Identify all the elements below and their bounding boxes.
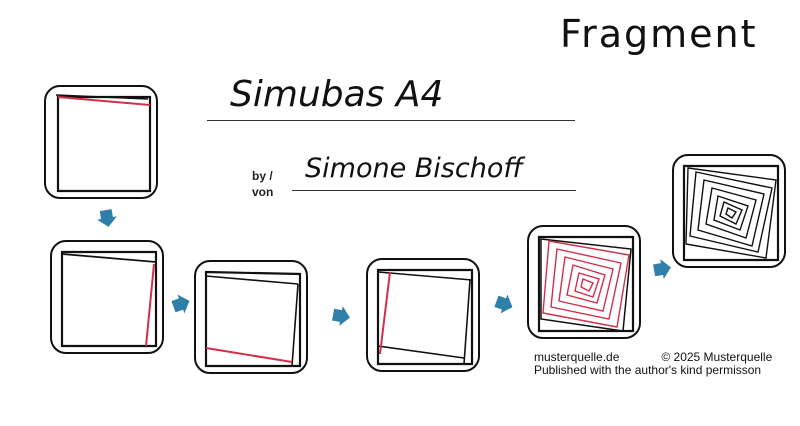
arrow-right-icon-1 (171, 294, 190, 314)
step-2-drawing (60, 250, 158, 348)
by-von-label: by / von (252, 168, 273, 200)
permission-text: Published with the author's kind permiss… (534, 363, 762, 377)
step-3-drawing (204, 270, 302, 368)
step-6-drawing (682, 164, 780, 262)
pattern-title: Simubas A4 (230, 74, 444, 115)
site-link[interactable]: musterquelle.de (534, 350, 620, 364)
step-5-tile (527, 225, 641, 339)
arrow-right-icon-4 (653, 259, 671, 279)
step-5-drawing (537, 235, 635, 333)
step-1-tile (44, 85, 158, 199)
footer-row-top: musterquelle.de © 2025 Musterquelle (534, 351, 772, 364)
step-6-tile (672, 154, 786, 268)
arrow-right-icon-2 (332, 306, 350, 326)
step-4-tile (366, 258, 480, 372)
author-name: Simone Bischoff (305, 153, 523, 184)
step-4-drawing (376, 268, 474, 366)
title-underline (207, 120, 575, 121)
step-1-drawing (55, 94, 152, 193)
by-label: by / (252, 169, 273, 183)
von-label: von (252, 185, 274, 199)
step-2-tile (50, 240, 164, 354)
step-3-tile (194, 260, 308, 374)
arrow-down-icon (97, 209, 117, 227)
footer: musterquelle.de © 2025 Musterquelle Publ… (534, 351, 772, 377)
author-underline (292, 190, 576, 191)
copyright-text: © 2025 Musterquelle (661, 350, 773, 364)
fragment-label: Fragment (560, 12, 758, 56)
arrow-right-icon-3 (494, 294, 513, 314)
